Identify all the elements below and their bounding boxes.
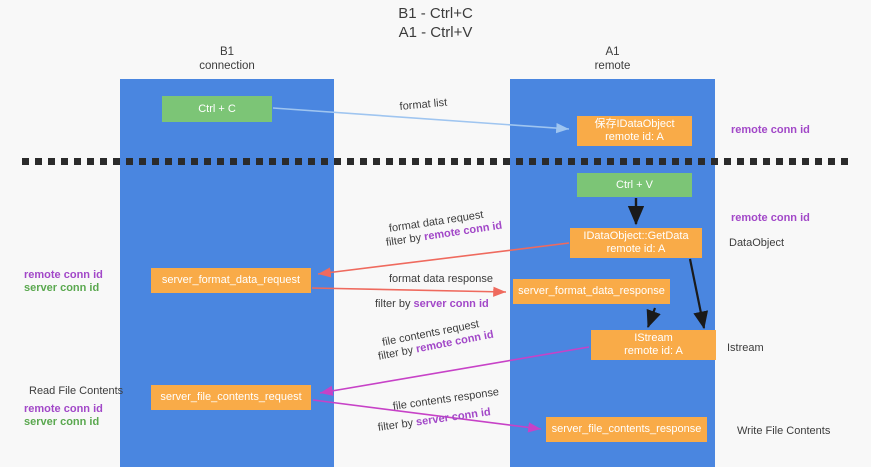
diagram-title: B1 - Ctrl+C A1 - Ctrl+V [0, 4, 871, 42]
filter-by-text-4: filter by [377, 417, 414, 434]
node-server-format-data-response-label: server_format_data_response [518, 285, 665, 297]
node-server-format-data-response[interactable]: server_format_data_response [513, 279, 670, 304]
node-idataobject-getdata[interactable]: IDataObject::GetData remote id: A [570, 228, 702, 258]
filter-by-text-2: filter by [375, 298, 411, 310]
annotation-istream: Istream [727, 342, 764, 354]
annotation-remote-conn-id-lower: remote conn id [24, 403, 103, 415]
edge-label-format-data-response-filter: filter by server conn id [375, 297, 489, 311]
annotation-dataobject: DataObject [729, 237, 785, 249]
swimlane-a1-name: A1 [605, 46, 620, 58]
filter-by-text-1: filter by [385, 231, 423, 249]
diagram-title-line-1: B1 - Ctrl+C [398, 5, 473, 22]
annotation-remote-conn-id-top: remote conn id [731, 124, 810, 136]
swimlane-b1-role: connection [199, 59, 255, 72]
annotation-write-file-contents: Write File Contents [737, 425, 831, 437]
node-server-file-contents-request-label: server_file_contents_request [160, 391, 302, 403]
node-server-file-contents-response-label: server_file_contents_response [551, 423, 702, 435]
server-conn-id-text-1: server conn id [413, 298, 489, 310]
node-ctrl-v-label: Ctrl + V [616, 178, 653, 191]
annotation-remote-conn-id-upper: remote conn id [24, 269, 103, 281]
node-server-file-contents-response[interactable]: server_file_contents_response [546, 417, 707, 442]
swimlane-b1-name: B1 [219, 46, 235, 58]
node-istream-sub: remote id: A [624, 345, 683, 357]
swimlane-header-a1: A1 remote [510, 46, 715, 73]
edge-label-format-list-text: format list [399, 96, 448, 113]
edge-label-format-data-response: format data response [389, 272, 493, 286]
server-conn-id-text-2: server conn id [415, 406, 492, 429]
edge-label-format-data-response-text: format data response [389, 273, 493, 285]
node-save-idataobject[interactable]: 保存IDataObject remote id: A [577, 116, 692, 146]
swimlane-header-b1: B1 connection [120, 46, 334, 73]
phase-divider [22, 158, 852, 165]
node-save-idataobject-label: 保存IDataObject [594, 118, 675, 130]
node-ctrl-c[interactable]: Ctrl + C [162, 96, 272, 122]
node-istream-label: IStream [634, 332, 673, 344]
node-istream[interactable]: IStream remote id: A [591, 330, 716, 360]
node-idataobject-getdata-label: IDataObject::GetData [583, 230, 689, 242]
node-ctrl-c-label: Ctrl + C [198, 102, 236, 115]
annotation-remote-conn-id-middle: remote conn id [731, 212, 810, 224]
node-idataobject-getdata-sub: remote id: A [606, 243, 666, 255]
node-ctrl-v[interactable]: Ctrl + V [577, 173, 692, 197]
node-server-file-contents-request[interactable]: server_file_contents_request [151, 385, 311, 410]
annotation-read-file-contents: Read File Contents [29, 385, 124, 397]
node-save-idataobject-sub: remote id: A [605, 131, 664, 143]
annotation-server-conn-id-upper: server conn id [24, 282, 100, 294]
edge-format-data-response [311, 286, 507, 297]
node-server-format-data-request-label: server_format_data_request [161, 274, 301, 286]
annotation-server-conn-id-lower: server conn id [24, 416, 100, 428]
diagram-title-line-2: A1 - Ctrl+V [398, 24, 473, 41]
node-server-format-data-request[interactable]: server_format_data_request [151, 268, 311, 293]
swimlane-a1-role: remote [594, 59, 631, 72]
edge-label-format-list: format list [399, 96, 448, 114]
